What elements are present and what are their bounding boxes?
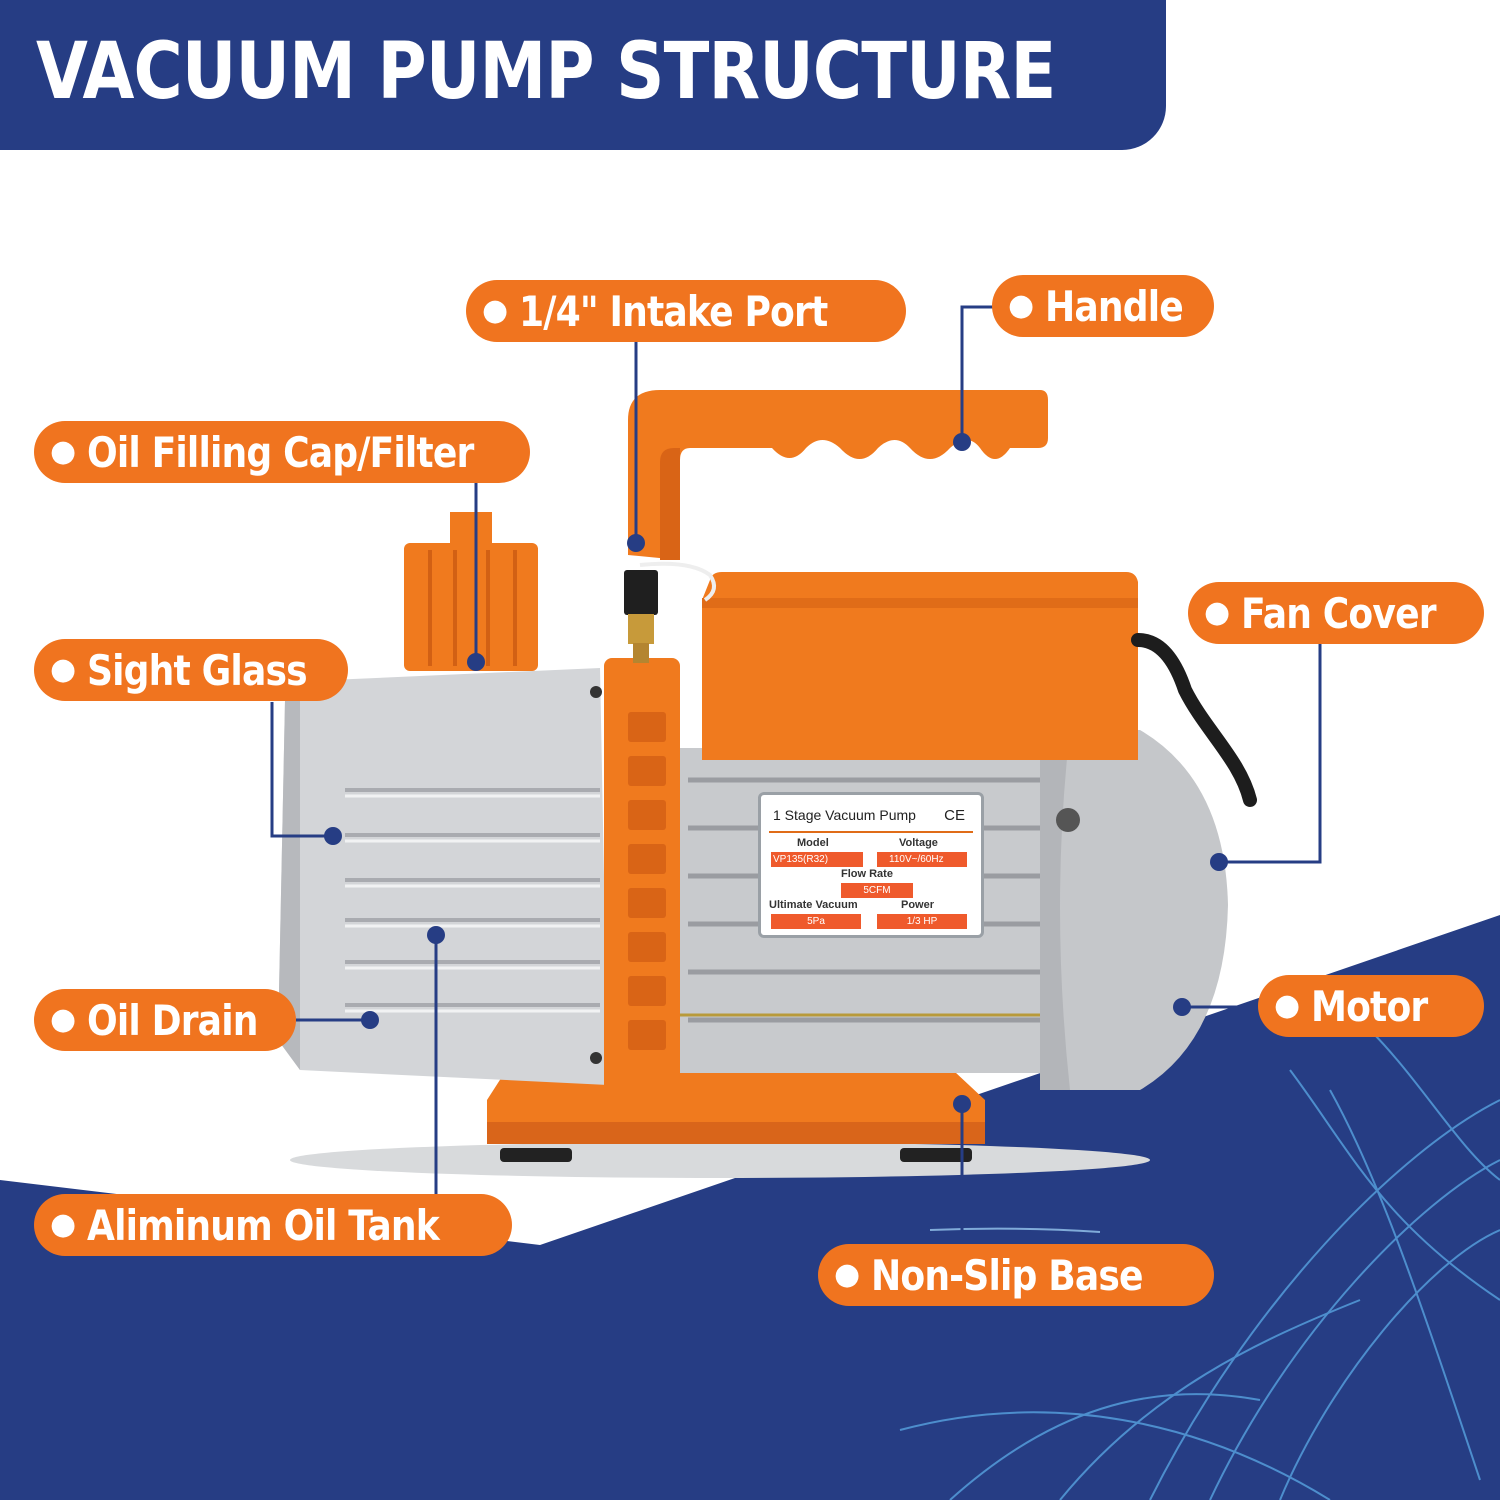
nameplate-voltage-value: 110V~/60Hz <box>877 852 967 867</box>
bullet-icon: ● <box>1274 988 1300 1023</box>
nameplate-ce-mark: CE <box>944 807 965 824</box>
nameplate-power-label: Power <box>901 899 935 911</box>
handle-shape <box>628 390 1048 560</box>
non-slip-base-shape <box>487 1072 985 1162</box>
page-title: VACUUM PUMP STRUCTURE <box>36 27 1056 117</box>
nameplate-flow-value: 5CFM <box>841 883 913 898</box>
nameplate-vacuum-label: Ultimate Vacuum <box>769 899 858 911</box>
motor-top-cover-shape <box>702 572 1138 760</box>
nameplate-vacuum-value: 5Pa <box>771 914 861 929</box>
front-plate-shape <box>604 658 680 1096</box>
leader-fan-cover <box>1219 644 1322 864</box>
power-cord-shape <box>1131 633 1257 807</box>
intake-port-shape <box>624 561 716 663</box>
bullet-icon: ● <box>482 293 508 328</box>
light-streaks <box>899 1029 1500 1500</box>
nameplate: 1 Stage Vacuum Pump CE Model Voltage VP1… <box>758 792 984 938</box>
callout-handle-label: Handle <box>1045 281 1184 331</box>
pump-shadow <box>290 1142 1150 1178</box>
callout-sight-glass: ● Sight Glass <box>34 639 348 701</box>
bullet-icon: ● <box>50 434 76 469</box>
leader-handle <box>960 305 994 440</box>
callout-motor-label: Motor <box>1311 981 1428 1031</box>
callout-motor: ● Motor <box>1258 975 1484 1037</box>
callout-fan-cover: ● Fan Cover <box>1188 582 1484 644</box>
nameplate-divider <box>769 831 973 833</box>
bullet-icon: ● <box>834 1257 860 1292</box>
nameplate-model-value: VP135(R32) <box>771 852 863 867</box>
leader-sight-glass <box>270 702 333 838</box>
bullet-icon: ● <box>1008 288 1034 323</box>
bullet-icon: ● <box>50 1002 76 1037</box>
callout-intake-port-label: 1/4" Intake Port <box>519 286 828 336</box>
callout-non-slip-base: ● Non-Slip Base <box>818 1244 1214 1306</box>
callout-handle: ● Handle <box>992 275 1214 337</box>
leader-dots <box>324 433 1228 1113</box>
callout-aluminum-oil-tank: ● Aliminum Oil Tank <box>34 1194 512 1256</box>
nameplate-voltage-label: Voltage <box>899 837 938 849</box>
nameplate-flow-label: Flow Rate <box>841 868 893 880</box>
nameplate-model-label: Model <box>797 837 829 849</box>
oil-tank-shape <box>278 668 608 1085</box>
callout-sight-glass-label: Sight Glass <box>87 645 308 695</box>
nameplate-power-value: 1/3 HP <box>877 914 967 929</box>
oil-cap-shape <box>404 512 538 671</box>
header-banner: VACUUM PUMP STRUCTURE <box>0 0 1166 150</box>
callout-non-slip-base-label: Non-Slip Base <box>871 1250 1144 1300</box>
callout-oil-drain-label: Oil Drain <box>87 995 258 1045</box>
bullet-icon: ● <box>50 652 76 687</box>
callout-oil-filling-cap: ● Oil Filling Cap/Filter <box>34 421 530 483</box>
bullet-icon: ● <box>1204 595 1230 630</box>
callout-intake-port: ● 1/4" Intake Port <box>466 280 906 342</box>
leader-lines <box>270 305 1322 1246</box>
nameplate-title: 1 Stage Vacuum Pump <box>773 807 916 823</box>
bullet-icon: ● <box>50 1207 76 1242</box>
callout-aluminum-oil-tank-label: Aliminum Oil Tank <box>87 1200 440 1250</box>
callout-oil-drain: ● Oil Drain <box>34 989 296 1051</box>
callout-fan-cover-label: Fan Cover <box>1241 588 1437 638</box>
callout-oil-filling-cap-label: Oil Filling Cap/Filter <box>87 427 474 477</box>
